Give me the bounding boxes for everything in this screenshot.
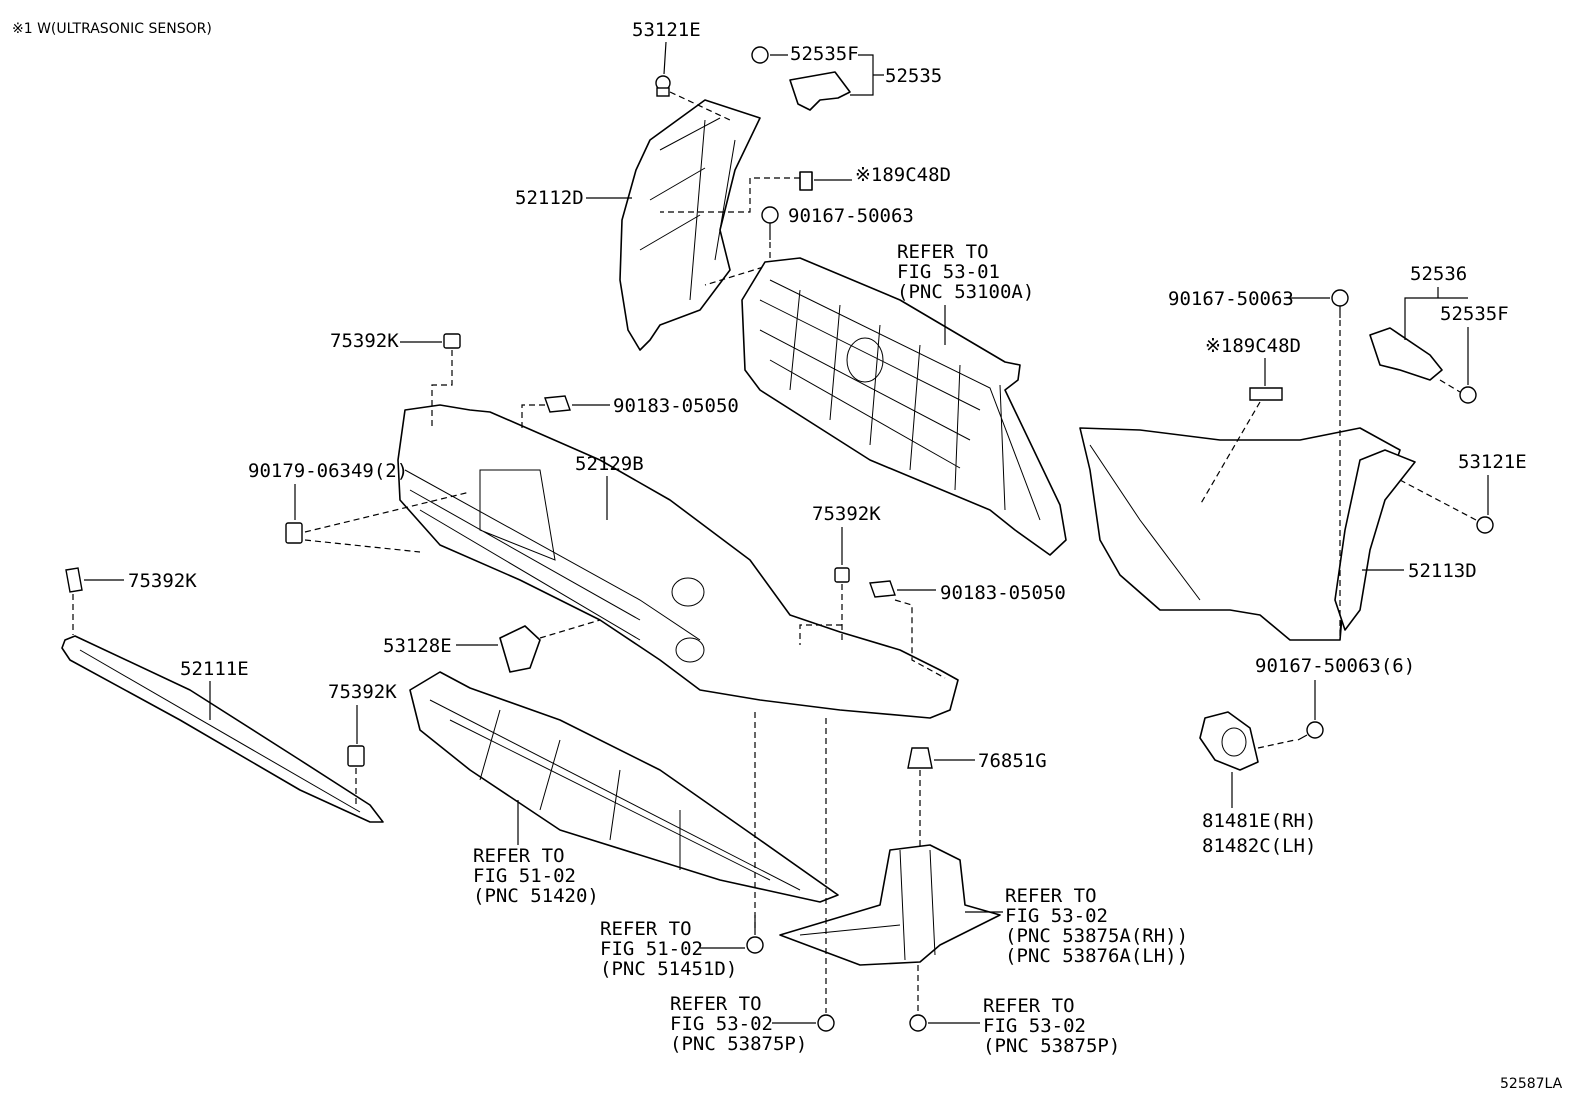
label-52535: 52535 (885, 65, 942, 87)
label-90179: 90179-06349(2) (248, 460, 408, 482)
clip-75392k-c (834, 567, 850, 583)
fender-liner (779, 844, 1001, 966)
label-90183-right: 90183-05050 (940, 582, 1066, 604)
label-52535f-right: 52535F (1440, 303, 1509, 325)
label-ref-bolt1-1: REFER TO (600, 918, 692, 940)
label-52129b: 52129B (575, 453, 644, 475)
bolt-53875p-right (909, 1014, 927, 1032)
label-ref-bolt3-1: REFER TO (983, 995, 1075, 1017)
lower-lip-spoiler (61, 635, 384, 823)
label-89c48d-right: ※189C48D (1205, 335, 1301, 357)
label-ref-grille-2: FIG 53-01 (897, 261, 1000, 283)
label-75392k-b: 75392K (128, 570, 197, 592)
clip-53121e-left (655, 75, 671, 97)
label-53121e-left: 53121E (632, 19, 701, 41)
clip-76851g (907, 747, 933, 769)
label-52112d: 52112D (515, 187, 584, 209)
clip-53121e-right (1476, 516, 1494, 534)
bolt-90167-6 (1297, 721, 1324, 741)
label-76851g: 76851G (978, 750, 1047, 772)
label-52113d: 52113D (1408, 560, 1477, 582)
label-75392k-d: 75392K (328, 681, 397, 703)
label-ref-bolt2-1: REFER TO (670, 993, 762, 1015)
label-ref-grille-1: REFER TO (897, 241, 989, 263)
clip-90179 (285, 522, 303, 544)
label-ref-grille-3: (PNC 53100A) (897, 281, 1034, 303)
nut-90183-right (869, 580, 896, 598)
label-53128e: 53128E (383, 635, 452, 657)
label-90167-6: 90167-50063(6) (1255, 655, 1415, 677)
label-52535f-top: 52535F (790, 43, 859, 65)
sensor-bracket-89c48d-right (1249, 387, 1283, 401)
clip-75392k-d (347, 745, 365, 767)
clip-75392k-a (443, 333, 461, 349)
label-ref-liner-4: (PNC 53876A(LH)) (1005, 945, 1188, 967)
label-ref-bolt3-2: FIG 53-02 (983, 1015, 1086, 1037)
left-side-bracket (619, 99, 761, 351)
label-52536: 52536 (1410, 263, 1467, 285)
bolt-51451d (746, 915, 764, 954)
label-ref-bolt1-2: FIG 51-02 (600, 938, 703, 960)
label-ref-under-1: REFER TO (473, 845, 565, 867)
sensor-bracket-89c48d-left (799, 171, 813, 191)
label-ref-under-2: FIG 51-02 (473, 865, 576, 887)
label-89c48d-left: ※189C48D (855, 164, 951, 186)
fog-lamp-cover (1199, 711, 1259, 771)
label-81482c: 81482C(LH) (1202, 835, 1316, 857)
label-ref-bolt2-2: FIG 53-02 (670, 1013, 773, 1035)
label-90167-left: 90167-50063 (788, 205, 914, 227)
label-81481e: 81481E(RH) (1202, 810, 1316, 832)
label-ref-liner-1: REFER TO (1005, 885, 1097, 907)
header-note: ※1 W(ULTRASONIC SENSOR) (12, 21, 212, 37)
nut-52535f-right (1459, 386, 1477, 404)
bolt-90167-left (761, 206, 779, 240)
bracket-52535 (751, 46, 851, 111)
label-ref-liner-3: (PNC 53875A(RH)) (1005, 925, 1188, 947)
grille (741, 257, 1067, 556)
nut-90183-left (544, 395, 571, 413)
front-bumper-cover (397, 404, 959, 719)
figure-code: 52587LA (1500, 1076, 1563, 1092)
label-75392k-a: 75392K (330, 330, 399, 352)
label-ref-under-3: (PNC 51420) (473, 885, 599, 907)
label-52111e: 52111E (180, 658, 249, 680)
cover-53128e (499, 625, 541, 673)
label-ref-bolt3-3: (PNC 53875P) (983, 1035, 1120, 1057)
label-53121e-right: 53121E (1458, 451, 1527, 473)
bolt-90167-right (1331, 289, 1349, 318)
bolt-53875p-center (817, 1014, 835, 1032)
label-75392k-c: 75392K (812, 503, 881, 525)
clip-75392k-b (65, 567, 83, 593)
label-90183-left: 90183-05050 (613, 395, 739, 417)
label-ref-bolt2-3: (PNC 53875P) (670, 1033, 807, 1055)
label-90167-right: 90167-50063 (1168, 288, 1294, 310)
label-ref-bolt1-3: (PNC 51451D) (600, 958, 737, 980)
label-ref-liner-2: FIG 53-02 (1005, 905, 1108, 927)
engine-under-cover (409, 671, 839, 903)
bracket-52536 (1369, 327, 1443, 381)
